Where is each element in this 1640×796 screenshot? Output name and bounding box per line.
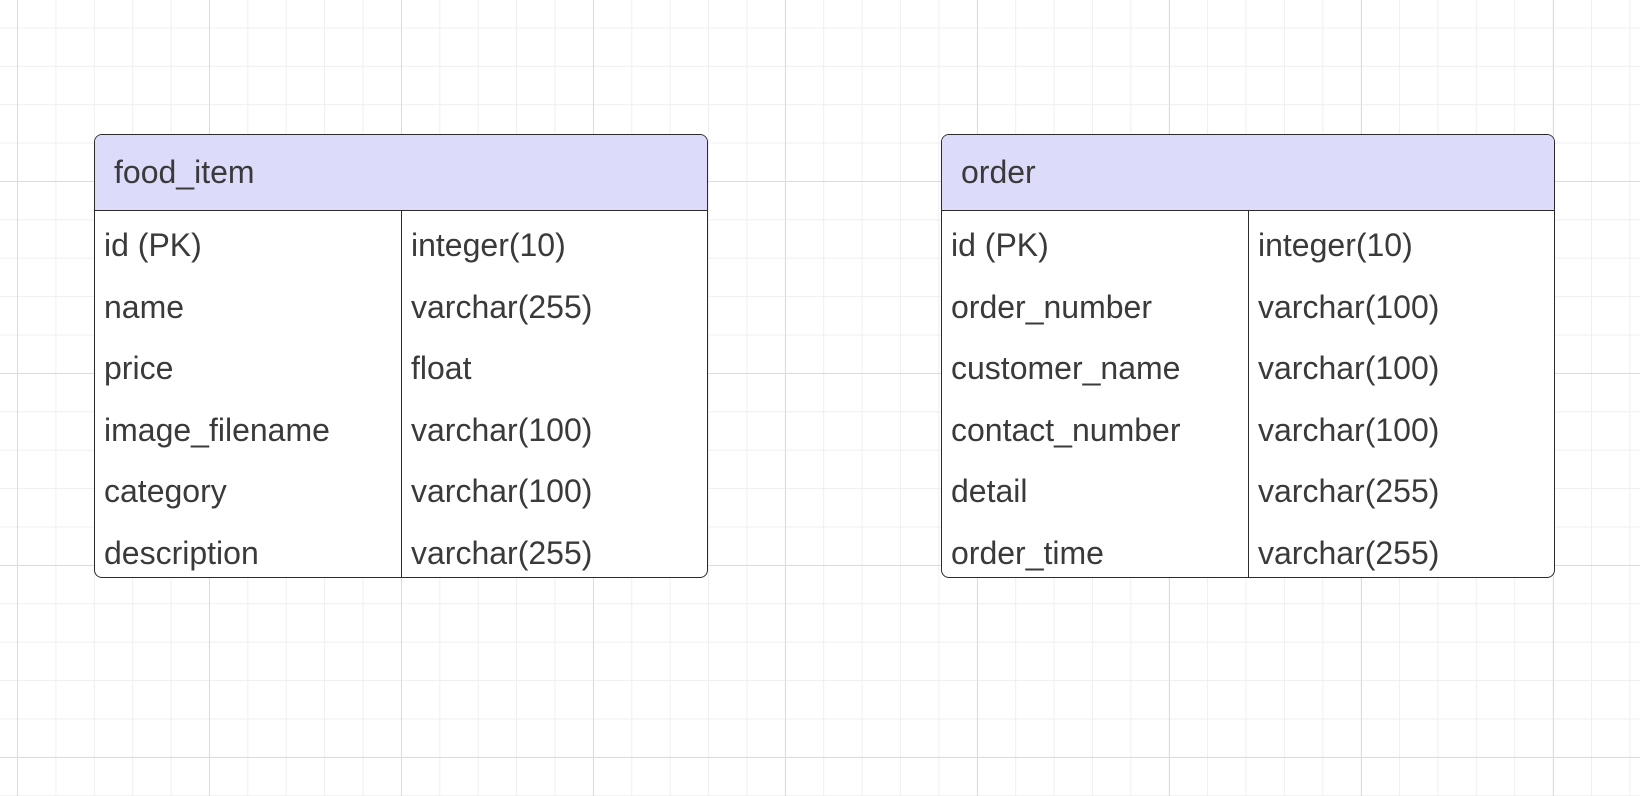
field-type: varchar(255) [1258,473,1440,510]
field-name: customer_name [951,350,1181,387]
field-name: description [104,534,259,571]
entity-title: order [942,135,1554,211]
field-type: varchar(255) [411,288,593,325]
field-name: image_filename [104,411,330,448]
field-name: detail [951,473,1028,510]
field-row[interactable]: id (PK) integer(10) [942,215,1554,277]
field-type: varchar(100) [1258,411,1440,448]
field-name: order_time [951,534,1104,571]
field-type: varchar(100) [411,473,593,510]
entity-order[interactable]: order id (PK) integer(10) order_number v… [941,134,1555,578]
field-type: integer(10) [1258,227,1413,264]
field-row[interactable]: customer_name varchar(100) [942,338,1554,400]
entity-title: food_item [95,135,707,211]
column-divider [1248,211,1249,577]
field-row[interactable]: order_number varchar(100) [942,277,1554,339]
field-type: varchar(100) [411,411,593,448]
field-name: contact_number [951,411,1181,448]
entity-food-item[interactable]: food_item id (PK) integer(10) name varch… [94,134,708,578]
field-name: price [104,350,174,387]
field-name: id (PK) [951,227,1049,264]
field-row[interactable]: id (PK) integer(10) [95,215,707,277]
field-type: varchar(100) [1258,288,1440,325]
field-name: name [104,288,185,325]
field-row[interactable]: order_time varchar(255) [942,523,1554,578]
field-row[interactable]: name varchar(255) [95,277,707,339]
field-row[interactable]: price float [95,338,707,400]
field-row[interactable]: image_filename varchar(100) [95,400,707,462]
entity-fields: id (PK) integer(10) name varchar(255) pr… [95,211,707,577]
field-name: id (PK) [104,227,202,264]
field-type: varchar(100) [1258,350,1440,387]
field-row[interactable]: category varchar(100) [95,461,707,523]
field-type: integer(10) [411,227,566,264]
field-name: order_number [951,288,1152,325]
field-type: varchar(255) [411,534,593,571]
field-type: float [411,350,472,387]
column-divider [401,211,402,577]
field-row[interactable]: detail varchar(255) [942,461,1554,523]
entity-fields: id (PK) integer(10) order_number varchar… [942,211,1554,577]
field-row[interactable]: contact_number varchar(100) [942,400,1554,462]
field-type: varchar(255) [1258,534,1440,571]
field-name: category [104,473,227,510]
field-row[interactable]: description varchar(255) [95,523,707,578]
